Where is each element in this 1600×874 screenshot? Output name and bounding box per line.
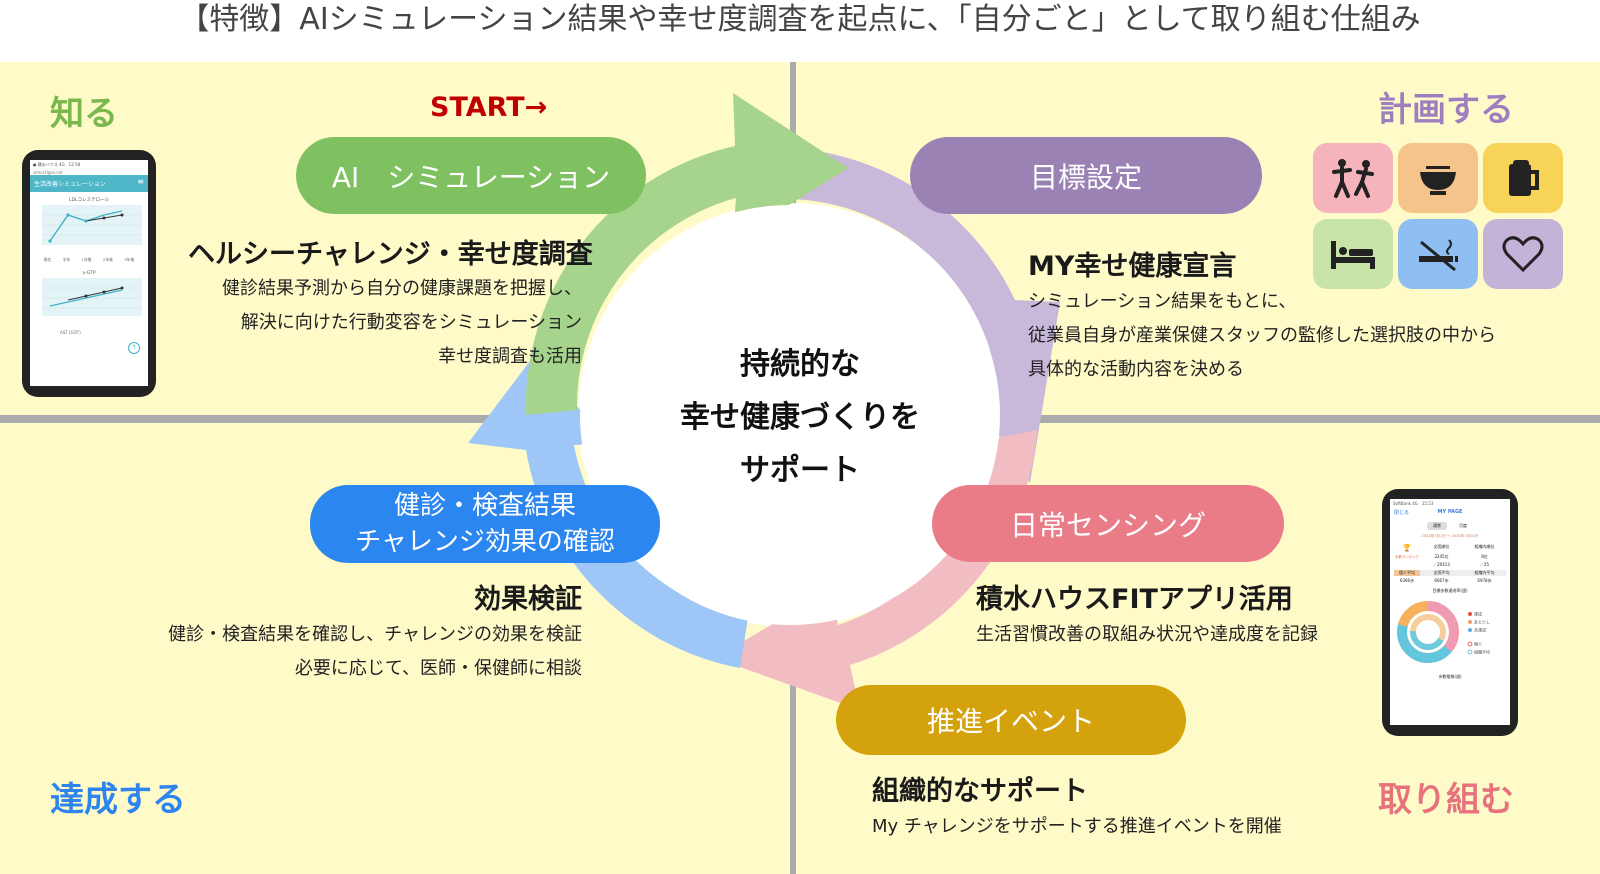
corner-label-plan: 計画する bbox=[1378, 90, 1514, 130]
gtp-chart bbox=[42, 278, 142, 316]
ldl-chart bbox=[42, 205, 142, 245]
mypage-title: MY PAGE bbox=[1437, 509, 1463, 515]
right-phone-screen: SoftBank 4G 15:53 閉じる MY PAGE 通常 月度 2021… bbox=[1390, 499, 1510, 725]
table-cell: ／20413 bbox=[1433, 562, 1450, 567]
left-phone: ● 積水ハウス 4G 12:58 simul-tlgov.net 生活改善シミュ… bbox=[22, 150, 156, 397]
legend-personal: 個人 bbox=[1474, 641, 1482, 647]
chart-title: 目標歩数達成率(週) bbox=[1432, 588, 1468, 593]
trophy-icon: 🏆 bbox=[1402, 544, 1412, 552]
tab-normal[interactable]: 通常 bbox=[1427, 522, 1447, 530]
phone-status-bar: ● 積水ハウス 4G 12:58 bbox=[33, 162, 81, 167]
desc-line: 健診・検査結果を確認し、チャレンジの効果を検証 bbox=[168, 624, 582, 645]
desc-line: 生活習慣改善の取組み状況や達成度を記録 bbox=[976, 624, 1318, 645]
table-cell: 6366歩 bbox=[1399, 578, 1415, 583]
scroll-up-icon[interactable]: ↑ bbox=[128, 342, 140, 354]
right-phone: SoftBank 4G 15:53 閉じる MY PAGE 通常 月度 2021… bbox=[1382, 489, 1518, 736]
table-cell: 組織内順位 bbox=[1474, 544, 1495, 549]
heading-my-declaration: MY幸せ健康宣言 bbox=[1028, 251, 1237, 282]
x-label: 2年後 bbox=[102, 257, 113, 262]
x-label: 1年後 bbox=[81, 257, 92, 262]
exercise-icon bbox=[1313, 143, 1393, 213]
chart2-label: γ-GTP bbox=[82, 271, 96, 276]
phone-footer-label: 歩数推移(週) bbox=[1438, 674, 1462, 679]
mypage-period: 2021年7月1日 ～ 2021年7月31日 bbox=[1421, 534, 1479, 538]
table-cell: 個人平均 bbox=[1394, 570, 1420, 576]
mypage-tabs: 通常 月度 bbox=[1390, 522, 1510, 530]
pill-line: 健診・検査結果 bbox=[393, 491, 576, 521]
desc-line: 解決に向けた行動変容をシミュレーション bbox=[240, 312, 582, 333]
desc-line: 必要に応じて、医師・保健師に相談 bbox=[294, 658, 582, 679]
pill-line: チャレンジ効果の確認 bbox=[355, 527, 615, 557]
menu-icon[interactable]: ≡ bbox=[137, 177, 144, 186]
pink-arc-arrow bbox=[715, 430, 1037, 710]
corner-label-achieve: 達成する bbox=[50, 780, 186, 820]
x-label: 3年後 bbox=[124, 257, 135, 262]
ranking-label: 歩数ランキング bbox=[1395, 555, 1419, 559]
app-title: 生活改善シミュレーション bbox=[34, 181, 106, 188]
center-line-3: サポート bbox=[740, 453, 860, 488]
start-label: START→ bbox=[430, 92, 548, 123]
table-cell: ／25 bbox=[1479, 562, 1490, 567]
heart-icon bbox=[1483, 219, 1563, 289]
desc-daily-sensing: 生活習慣改善の取組み状況や達成度を記録 bbox=[976, 618, 1318, 652]
heading-healthy-challenge: ヘルシーチャレンジ・幸せ度調査 bbox=[188, 239, 593, 270]
food-bowl-icon bbox=[1398, 143, 1478, 213]
legend-achieved: 達成 bbox=[1474, 611, 1482, 617]
desc-line: 具体的な活動内容を決める bbox=[1028, 359, 1244, 380]
ranking-table: 🏆 全国順位 組織内順位 歩数ランキング 3245位 8位 ／20413 ／25… bbox=[1394, 544, 1506, 584]
corner-label-act: 取り組む bbox=[1378, 780, 1514, 820]
phone-footer-label: AST (GOT) bbox=[60, 330, 81, 335]
chart1-label: LDLコレステロール bbox=[69, 198, 109, 203]
green-arc-arrow bbox=[525, 93, 848, 415]
center-line-2: 幸せ健康づくりを bbox=[680, 400, 920, 435]
table-cell: 組織内平均 bbox=[1463, 570, 1506, 576]
table-cell: 3245位 bbox=[1434, 554, 1449, 559]
desc-line: シミュレーション結果をもとに、 bbox=[1028, 291, 1297, 312]
legend-org-avg: 組織平均 bbox=[1474, 649, 1490, 655]
desc-ai-simulation: 健診結果予測から自分の健康課題を把握し、 解決に向けた行動変容をシミュレーション… bbox=[222, 272, 582, 374]
table-cell: 6978歩 bbox=[1477, 578, 1492, 583]
center-message: 持続的な 幸せ健康づくりを サポート bbox=[640, 338, 960, 497]
beer-mug-icon bbox=[1483, 143, 1563, 213]
x-label: 現在 bbox=[43, 257, 52, 262]
tab-monthly[interactable]: 月度 bbox=[1459, 523, 1467, 528]
corner-label-know: 知る bbox=[50, 94, 118, 134]
bed-sleep-icon bbox=[1313, 219, 1393, 289]
phone-status-bar: SoftBank 4G 15:53 bbox=[1393, 501, 1434, 506]
step-donut-chart: 達成 あと少し 未達成 個人 組織平均 bbox=[1397, 601, 1490, 663]
heading-fit-app: 積水ハウスFITアプリ活用 bbox=[976, 584, 1293, 615]
desc-line: 幸せ度調査も活用 bbox=[438, 346, 582, 367]
desc-line: 健診結果予測から自分の健康課題を把握し、 bbox=[222, 278, 582, 299]
pill-goal-setting: 目標設定 bbox=[910, 137, 1262, 214]
desc-goal-setting: シミュレーション結果をもとに、 従業員自身が産業保健スタッフの監修した選択肢の中… bbox=[1028, 285, 1496, 387]
blue-arc-arrow bbox=[468, 357, 748, 668]
table-cell: 6667歩 bbox=[1434, 578, 1449, 583]
heading-org-support: 組織的なサポート bbox=[872, 776, 1088, 807]
table-cell: 全国平均 bbox=[1420, 570, 1463, 576]
left-phone-screen: ● 積水ハウス 4G 12:58 simul-tlgov.net 生活改善シミュ… bbox=[30, 160, 148, 386]
desc-line: 従業員自身が産業保健スタッフの監修した選択肢の中から bbox=[1028, 325, 1496, 346]
heading-effect-verification: 効果検証 bbox=[474, 584, 582, 615]
pill-result-check: 健診・検査結果 チャレンジ効果の確認 bbox=[310, 485, 660, 563]
page-title: 【特徴】AIシミュレーション結果や幸せ度調査を起点に、「自分ごと」として取り組む… bbox=[179, 2, 1421, 37]
table-cell: 全国順位 bbox=[1433, 544, 1450, 549]
center-line-1: 持続的な bbox=[740, 347, 860, 382]
table-cell: 8位 bbox=[1481, 554, 1488, 559]
x-labels-1: 現在 半年 1年後 2年後 3年後 bbox=[30, 257, 148, 263]
desc-line: My チャレンジをサポートする推進イベントを開催 bbox=[872, 816, 1282, 837]
close-link[interactable]: 閉じる bbox=[1394, 510, 1410, 516]
pill-promotion-event: 推進イベント bbox=[836, 685, 1186, 755]
phone-url: simul-tlgov.net bbox=[33, 170, 63, 175]
no-smoking-icon bbox=[1398, 219, 1478, 289]
legend-not-achieved: 未達成 bbox=[1474, 627, 1486, 633]
legend-almost: あと少し bbox=[1474, 620, 1490, 625]
x-label: 半年 bbox=[62, 257, 71, 262]
mypage-header: 閉じる MY PAGE bbox=[1390, 509, 1510, 519]
app-header: 生活改善シミュレーション ≡ bbox=[30, 175, 148, 192]
desc-effect-verification: 健診・検査結果を確認し、チャレンジの効果を検証 必要に応じて、医師・保健師に相談 bbox=[168, 618, 582, 686]
pill-daily-sensing: 日常センシング bbox=[932, 485, 1284, 562]
desc-promotion-event: My チャレンジをサポートする推進イベントを開催 bbox=[872, 810, 1282, 844]
pill-ai-simulation: AI シミュレーション bbox=[296, 137, 646, 214]
